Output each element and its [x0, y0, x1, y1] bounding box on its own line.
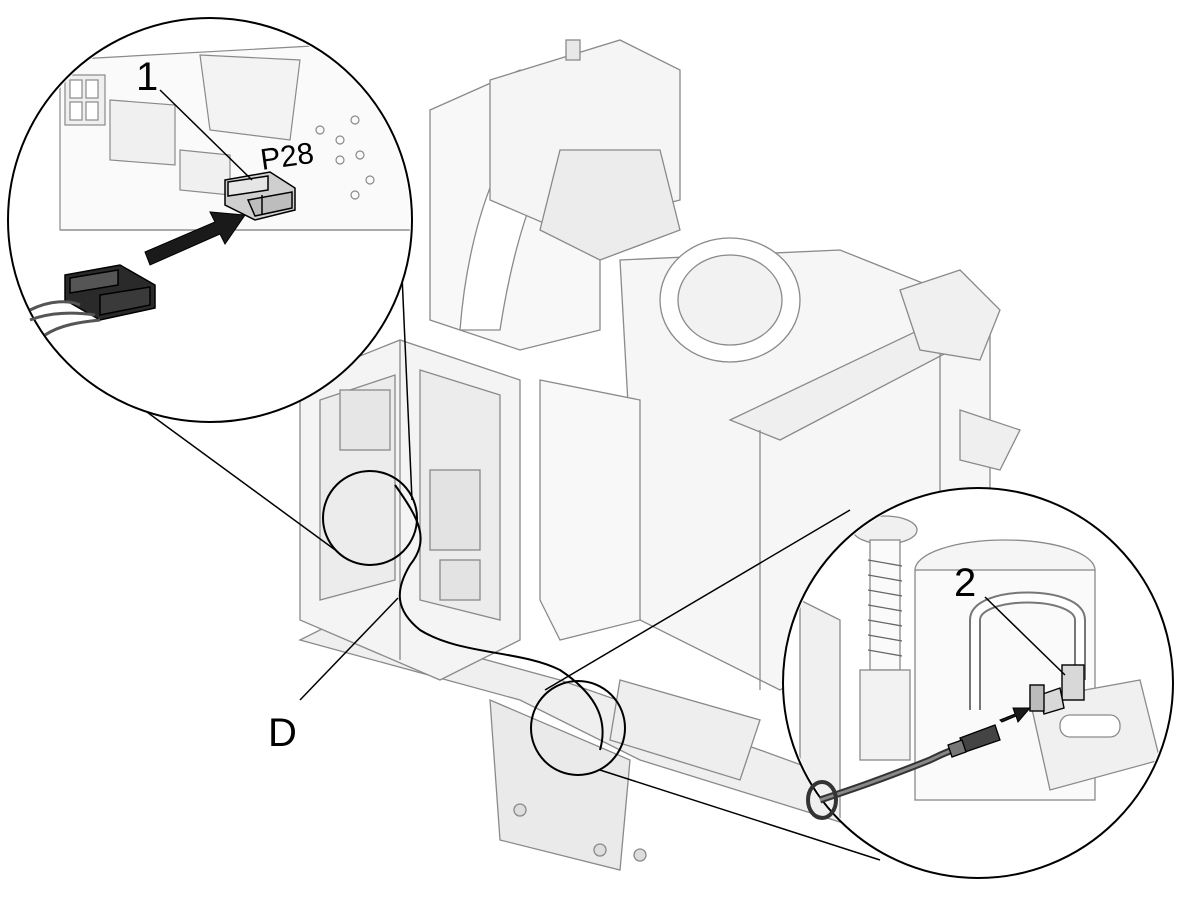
machine-overview [298, 39, 1021, 871]
callout-2-leader [984, 596, 1066, 676]
p28-plug [29, 264, 156, 337]
cable-d [394, 484, 604, 751]
fitting-2 [1029, 664, 1085, 715]
magnifier-1: 1 P28 [7, 17, 413, 423]
insert-arrow [144, 211, 246, 266]
magnifier-2: 2 [782, 487, 1174, 879]
cable-connector [947, 724, 1001, 758]
callout-1-leader [159, 89, 253, 181]
callout-d: D [268, 711, 297, 755]
connect-arrow [999, 707, 1032, 723]
connector-label-p28: P28 [258, 137, 315, 177]
cable-coil [806, 780, 838, 820]
marker-circle-2 [530, 680, 626, 776]
callout-d-leader [299, 597, 399, 701]
callout-2: 2 [954, 561, 976, 605]
p28-receptacle [224, 171, 296, 221]
marker-circle-1 [322, 470, 418, 566]
callout-1: 1 [136, 55, 158, 99]
